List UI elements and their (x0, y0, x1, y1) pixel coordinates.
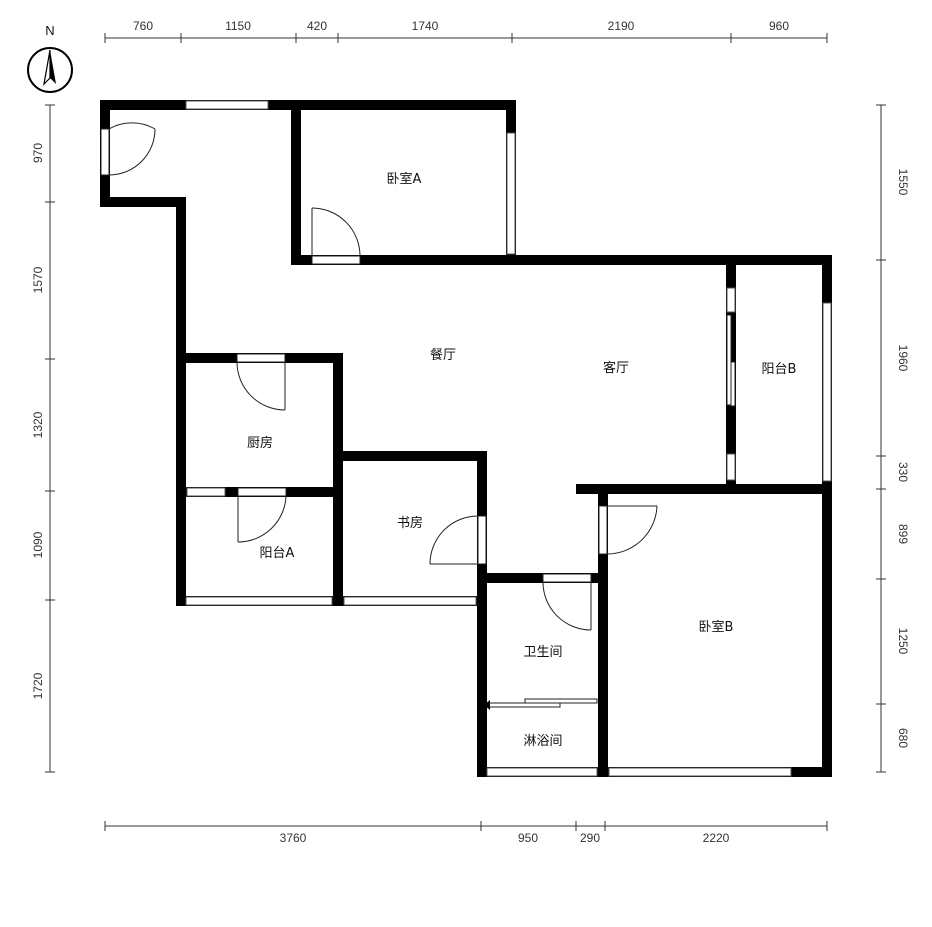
label-shower: 淋浴间 (523, 734, 562, 749)
window-balcony-a (185, 596, 333, 606)
window-bedroom-b (608, 767, 792, 777)
door-bathroom-arc (542, 581, 592, 631)
window-shower (486, 767, 598, 777)
label-bedroom-a: 卧室A (387, 171, 422, 187)
walls (100, 100, 832, 777)
door-balcony-a-arc (237, 495, 287, 543)
dimension-right: 1550 1960 330 899 1250 680 (876, 104, 910, 773)
windows (185, 100, 832, 777)
door-bedroom-b-arc (606, 505, 658, 555)
door-entry-leaf (100, 128, 110, 176)
dim-bottom-1: 3760 (280, 831, 307, 845)
dimension-top: 760 1150 420 1740 2190 960 (104, 19, 828, 43)
dimension-left: 970 1570 1320 1090 1720 (31, 104, 55, 773)
dim-left-4: 1090 (31, 531, 45, 558)
door-living-slide-1 (726, 314, 732, 406)
dim-right-4: 899 (896, 524, 910, 544)
window-bedroom-a (506, 132, 516, 255)
dim-bottom-2: 950 (518, 831, 538, 845)
window-kitchen-side (186, 487, 226, 497)
door-shower-arrow-right (598, 698, 604, 708)
door-entry-arc (108, 128, 156, 176)
door-kitchen-arc (236, 361, 286, 411)
label-bedroom-b: 卧室B (699, 619, 734, 635)
dim-top-2: 1150 (225, 19, 251, 33)
compass-label: N (45, 23, 54, 38)
door-bedroom-a-leaf (311, 255, 361, 265)
door-living-slide-2 (730, 361, 736, 407)
dimension-bottom: 3760 950 290 2220 (104, 821, 828, 845)
dim-left-3: 1320 (31, 411, 45, 438)
room-labels: 卧室A 餐厅 客厅 阳台B 厨房 书房 阳台A 卫生间 卧室B 淋浴间 (247, 171, 796, 749)
dim-right-1: 1550 (896, 169, 910, 196)
door-study-leaf (477, 515, 487, 565)
door-kitchen-leaf (236, 353, 286, 363)
window-living-lower (726, 453, 736, 481)
window-entry (185, 100, 269, 110)
dim-left-1: 970 (31, 143, 45, 163)
dim-right-2: 1960 (896, 345, 910, 372)
door-bathroom-leaf (542, 573, 592, 583)
north-compass: N (27, 23, 73, 93)
dim-right-5: 1250 (896, 628, 910, 655)
label-bathroom: 卫生间 (523, 645, 562, 660)
label-dining: 餐厅 (430, 347, 456, 363)
dim-right-6: 680 (896, 728, 910, 748)
label-balcony-b: 阳台B (762, 362, 797, 377)
dim-top-5: 2190 (608, 19, 635, 33)
dim-top-3: 420 (307, 19, 327, 33)
label-balcony-a: 阳台A (260, 546, 295, 561)
door-entry-swing (108, 122, 156, 175)
dim-left-2: 1570 (31, 266, 45, 293)
dim-right-3: 330 (896, 462, 910, 482)
label-study: 书房 (397, 515, 423, 531)
dim-bottom-3: 290 (580, 831, 600, 845)
door-shower-slide-2 (524, 698, 598, 704)
door-balcony-a-leaf (237, 487, 287, 497)
window-living-upper (726, 287, 736, 313)
door-shower-slide-1 (487, 702, 561, 708)
label-kitchen: 厨房 (247, 435, 273, 451)
door-bedroom-a-arc (311, 207, 361, 257)
doors (100, 122, 736, 710)
dim-left-5: 1720 (31, 672, 45, 699)
door-study-arc (429, 515, 479, 565)
window-balcony-b (822, 302, 832, 482)
door-shower-arrow-left (484, 700, 490, 710)
window-study (343, 596, 477, 606)
door-bedroom-b-leaf (598, 505, 608, 555)
dim-bottom-4: 2220 (703, 831, 730, 845)
label-living: 客厅 (603, 360, 629, 376)
dim-top-1: 760 (133, 19, 153, 33)
dim-top-4: 1740 (412, 19, 439, 33)
dim-top-6: 960 (769, 19, 789, 33)
compass-needle-right (50, 50, 56, 84)
